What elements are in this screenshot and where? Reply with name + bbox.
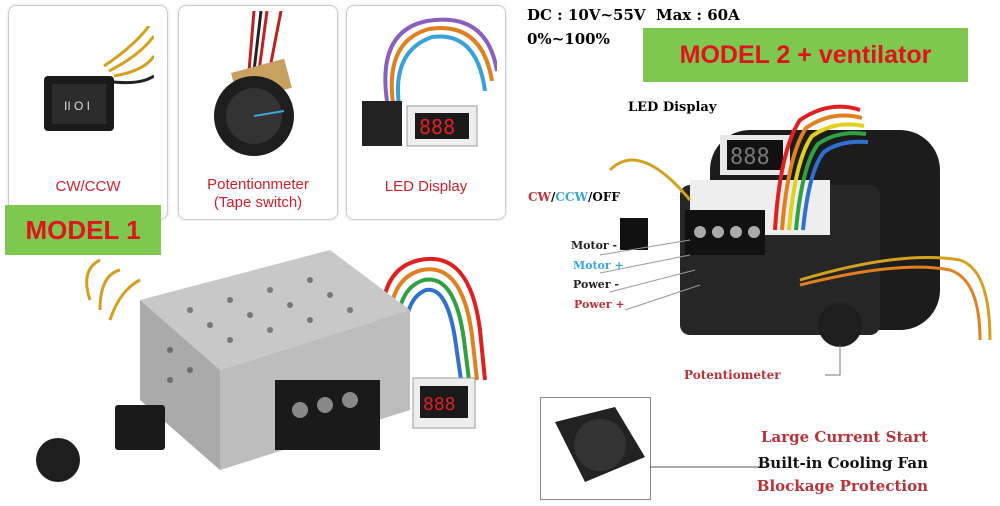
feature-large-current: Large Current Start [761, 428, 928, 446]
model1-title: MODEL 1 [5, 205, 161, 255]
card-label: CW/CCW [55, 178, 121, 195]
model1-board-image: 888 [36, 250, 487, 482]
model2-title: MODEL 2 + ventilator [643, 28, 968, 82]
led-display-image: 888 [362, 17, 497, 147]
cw-label: CW [528, 190, 552, 204]
card-led-display: 888 LED Display [346, 5, 506, 220]
card-cw-ccw: II O I CW/CCW [8, 5, 168, 220]
card-potentiometer: Potentionmeter (Tape switch) [178, 5, 338, 220]
cooling-fan-image [540, 397, 768, 500]
terminal-power-plus: Power + [574, 298, 625, 311]
card-label: LED Display [384, 178, 468, 195]
terminal-motor-minus: Motor - [571, 239, 618, 252]
ccw-label: CCW [555, 190, 588, 204]
separator: / [588, 190, 593, 204]
card-sublabel: (Tape switch) [213, 194, 303, 211]
led-display-label: LED Display [628, 100, 717, 115]
svg-text:888: 888 [730, 145, 770, 170]
potentiometer-label: Potentiometer [684, 368, 781, 382]
terminal-motor-plus: Motor + [573, 259, 624, 272]
specs-voltage-current: DC : 10V~55V Max : 60A [527, 6, 740, 24]
feature-blockage-protection: Blockage Protection [756, 477, 928, 495]
terminal-power-minus: Power - [573, 278, 619, 291]
svg-text:888: 888 [423, 394, 456, 415]
feature-cooling-fan: Built-in Cooling Fan [757, 454, 928, 472]
svg-text:888: 888 [419, 115, 455, 139]
model2-device-image: 888 [600, 104, 992, 376]
rocker-switch-image: II O I [44, 26, 154, 131]
specs-range: 0%~100% [527, 30, 610, 48]
card-label: Potentionmeter [207, 176, 309, 193]
off-label: OFF [592, 190, 620, 204]
svg-text:II O I: II O I [64, 99, 90, 113]
potentiometer-image [214, 11, 294, 156]
separator: / [551, 190, 556, 204]
switch-label: CW/CCW/OFF [528, 190, 620, 204]
